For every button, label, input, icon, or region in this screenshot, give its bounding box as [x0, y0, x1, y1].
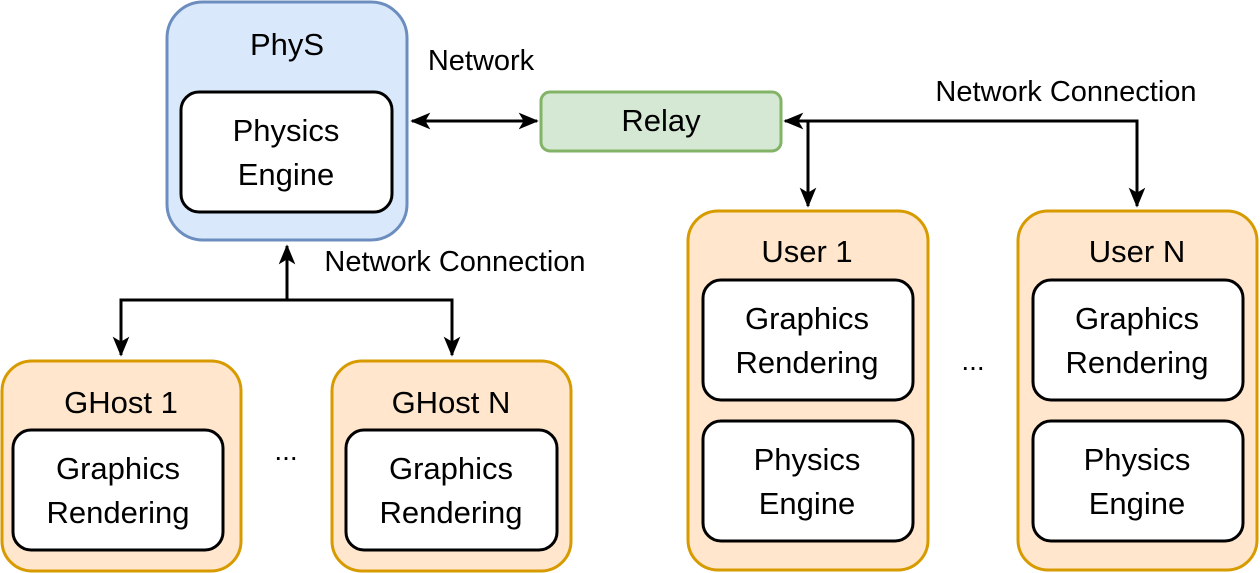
ghost-n-render-line2: Rendering [379, 495, 522, 530]
user-1-title: User 1 [761, 234, 852, 269]
relay-usern-connector [808, 119, 1146, 208]
relay-node: Relay [539, 90, 783, 153]
user-1-engine-box [701, 419, 915, 543]
ghost-1-render-box [11, 428, 225, 552]
ghost-n-render-box [344, 428, 559, 552]
ghost-1-render-line1: Graphics [56, 451, 180, 486]
phys-title: PhyS [250, 27, 324, 62]
ghost-n-render-line1: Graphics [389, 451, 513, 486]
user-n-engine-box [1031, 419, 1245, 543]
ghost-ellipsis: ... [274, 435, 297, 466]
user-ellipsis: ... [961, 345, 984, 376]
network-label: Network [428, 45, 535, 77]
network-connection-label-right: Network Connection [935, 76, 1196, 108]
user-n-render-line2: Rendering [1065, 345, 1208, 380]
phys-node: PhyS Physics Engine [165, 0, 409, 242]
ghost-n-title: GHost N [392, 385, 511, 420]
ghostn-branch-connector [287, 298, 461, 357]
relay-user1-connector [783, 112, 817, 208]
ghost-1-title: GHost 1 [64, 385, 178, 420]
user-1-render-line2: Rendering [735, 345, 878, 380]
ghost-1-render-line2: Rendering [46, 495, 189, 530]
connectors [112, 112, 1146, 357]
network-connection-label-left: Network Connection [324, 246, 585, 278]
user-n-engine-line2: Engine [1089, 486, 1186, 521]
relay-box [539, 90, 783, 153]
user-1-node: User 1 Graphics Rendering Physics Engine [686, 209, 930, 572]
ghost-branch-connector [112, 298, 287, 357]
user-n-title: User N [1089, 234, 1185, 269]
user-1-engine-line2: Engine [759, 486, 856, 521]
phys-engine-box [179, 90, 394, 214]
user-1-engine-line1: Physics [754, 442, 861, 477]
phys-engine-line1: Physics [233, 113, 340, 148]
relay-label: Relay [621, 103, 701, 138]
phys-engine-line2: Engine [238, 157, 335, 192]
user-n-render-line1: Graphics [1075, 301, 1199, 336]
ghost-n-node: GHost N Graphics Rendering [330, 359, 573, 573]
user-n-engine-line1: Physics [1084, 442, 1191, 477]
user-1-render-box [701, 278, 915, 402]
ghost-1-node: GHost 1 Graphics Rendering [0, 359, 243, 573]
user-1-render-line1: Graphics [745, 301, 869, 336]
user-n-node: User N Graphics Rendering Physics Engine [1016, 209, 1259, 572]
user-n-render-box [1031, 278, 1245, 402]
